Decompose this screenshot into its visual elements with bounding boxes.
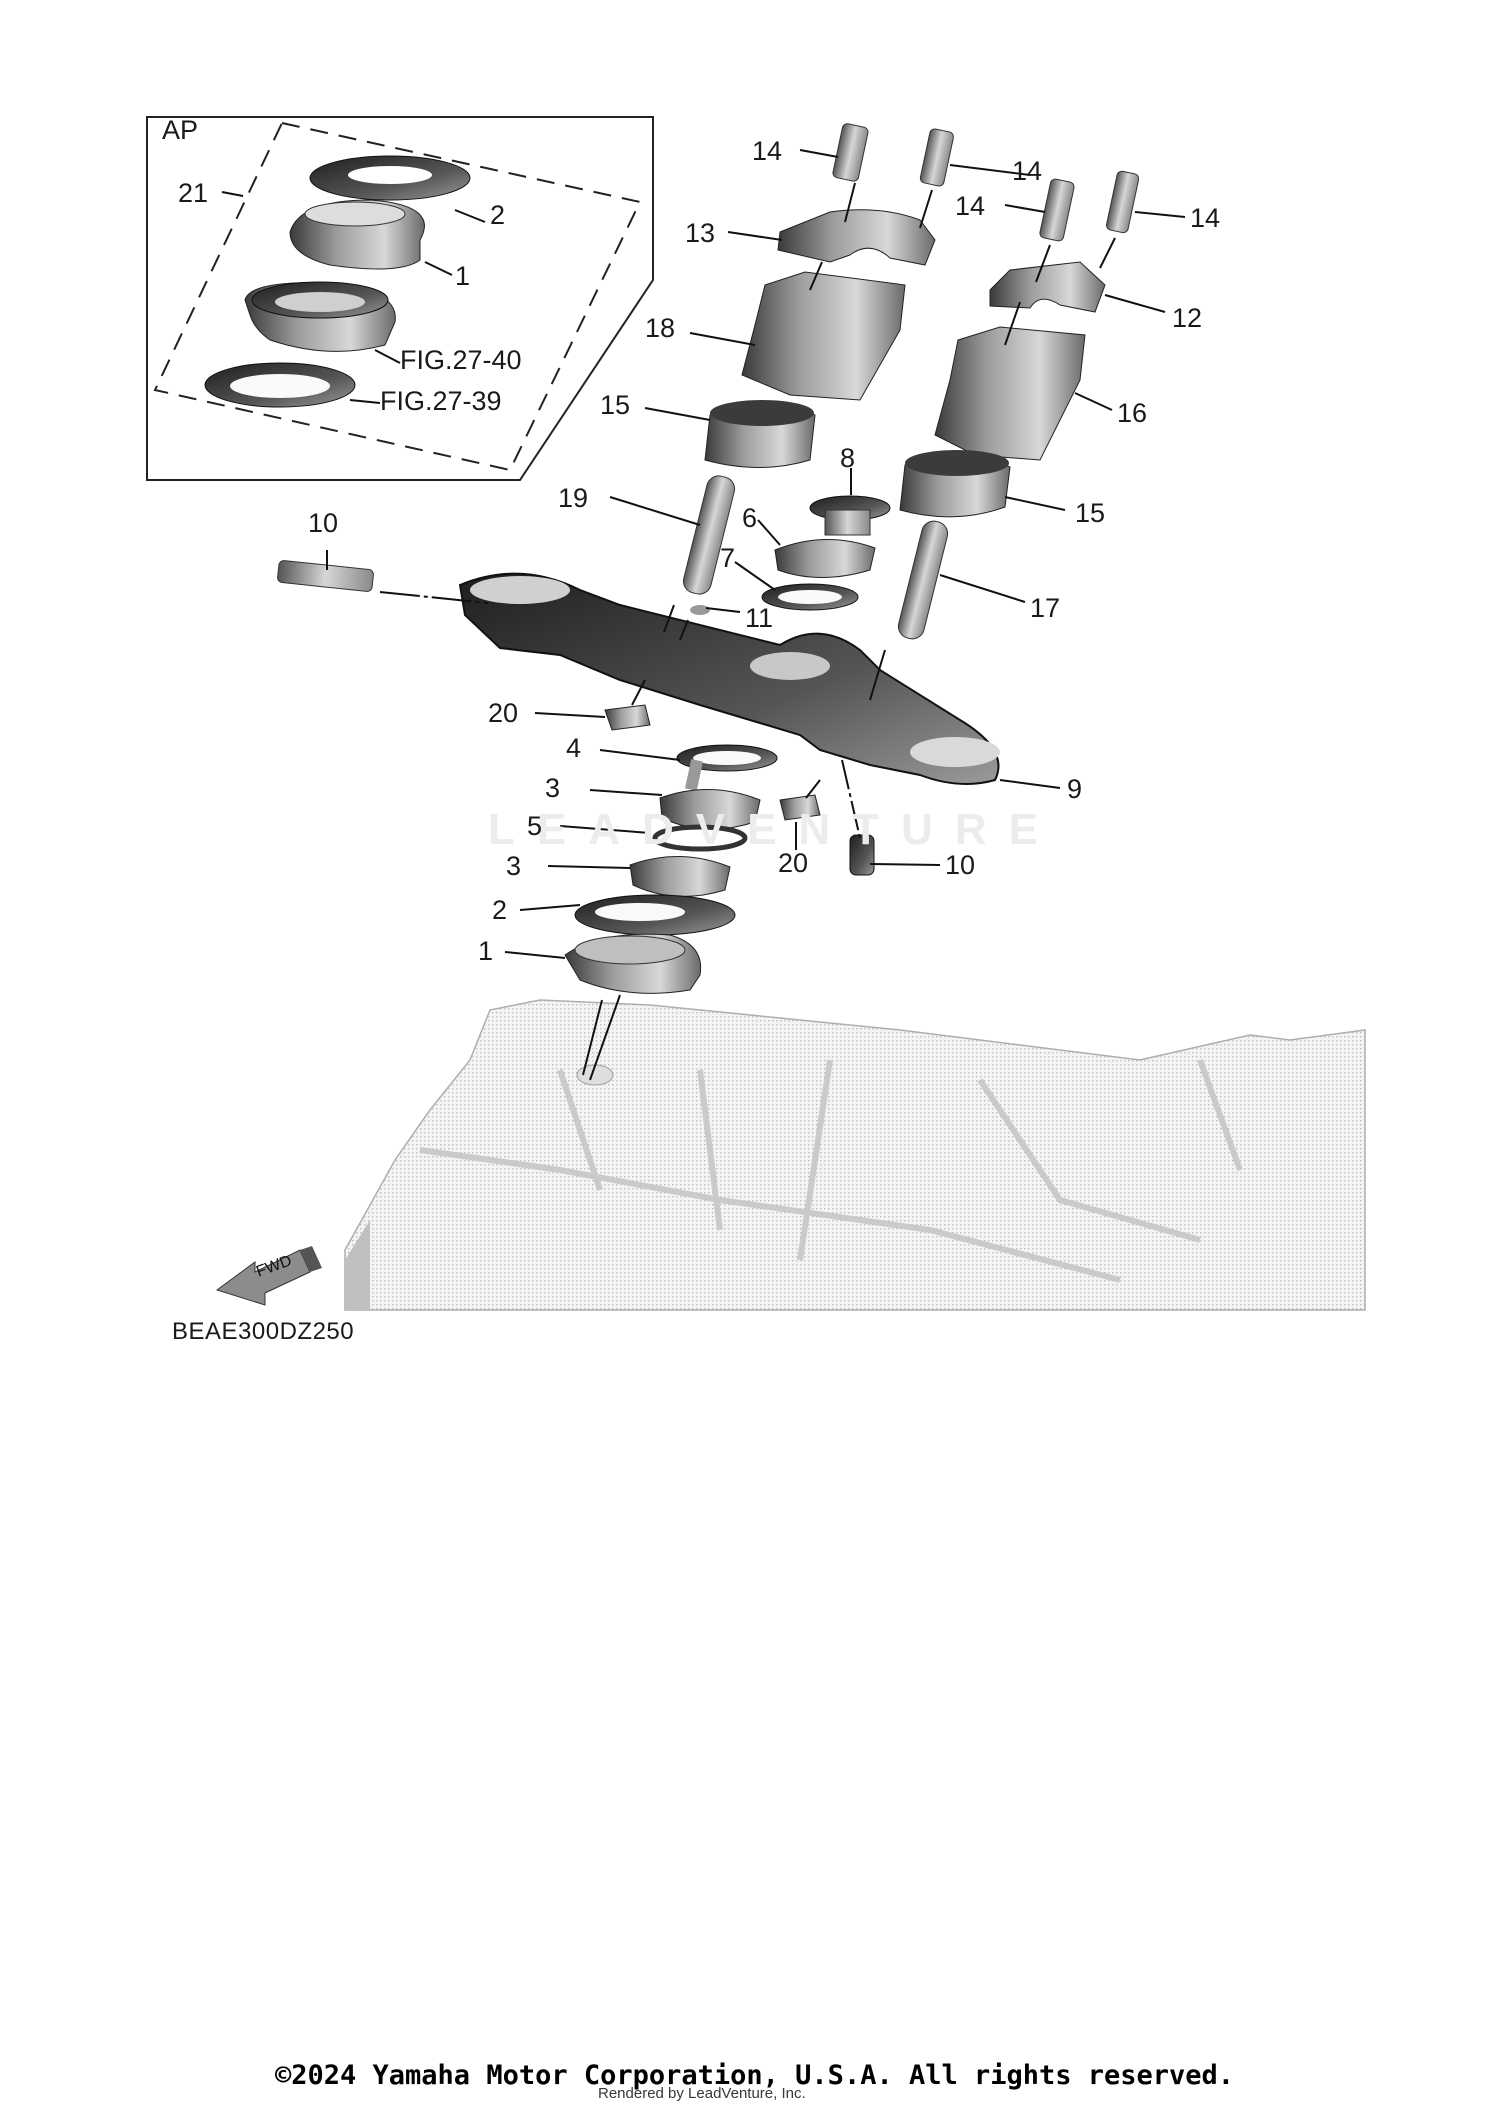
callout-20[interactable]: 20 bbox=[778, 848, 809, 878]
callout-6[interactable]: 6 bbox=[742, 503, 758, 533]
upper-clamp-13 bbox=[777, 209, 936, 266]
handlebar-holder-18 bbox=[741, 271, 906, 401]
collar-20-left bbox=[604, 704, 651, 731]
copyright-notice: ©2024 Yamaha Motor Corporation, U.S.A. A… bbox=[275, 2060, 1235, 2091]
pinch-bolt-10-lower bbox=[849, 834, 875, 876]
callout-12[interactable]: 12 bbox=[1172, 303, 1203, 333]
callout-2[interactable]: 2 bbox=[492, 895, 508, 925]
rendered-by-notice: Rendered by LeadVenture, Inc. bbox=[598, 2085, 806, 2102]
upper-bracket-9 bbox=[458, 572, 1000, 785]
fwd-arrow-graphic bbox=[215, 1246, 322, 1306]
callout-17[interactable]: 17 bbox=[1030, 593, 1061, 623]
inset-callout-2[interactable]: 2 bbox=[490, 200, 506, 230]
pin-17 bbox=[897, 520, 949, 640]
callout-19[interactable]: 19 bbox=[558, 483, 589, 513]
callout-15[interactable]: 15 bbox=[600, 390, 631, 420]
upper-clamp-12 bbox=[989, 261, 1106, 313]
callout-5[interactable]: 5 bbox=[527, 811, 543, 841]
diagram-id: BEAE300DZ250 bbox=[172, 1318, 355, 1345]
collar-20-right bbox=[779, 794, 821, 821]
callout-10[interactable]: 10 bbox=[308, 508, 339, 538]
callout-14[interactable]: 14 bbox=[1190, 203, 1221, 233]
frame-headstock-ghost bbox=[344, 999, 1366, 1311]
callout-20[interactable]: 20 bbox=[488, 698, 519, 728]
callout-13[interactable]: 13 bbox=[685, 218, 716, 248]
callout-18[interactable]: 18 bbox=[645, 313, 676, 343]
callout-14[interactable]: 14 bbox=[752, 136, 783, 166]
fig-ref-27-39[interactable]: FIG.27-39 bbox=[380, 386, 502, 416]
ap-inset-frame bbox=[146, 116, 654, 481]
ap-inset-label: AP bbox=[162, 115, 199, 145]
handlebar-holder-16 bbox=[934, 326, 1086, 461]
callout-10[interactable]: 10 bbox=[945, 850, 976, 880]
callout-8[interactable]: 8 bbox=[840, 443, 856, 473]
pinch-bolt-10-left bbox=[277, 560, 374, 592]
callout-7[interactable]: 7 bbox=[720, 543, 736, 573]
callout-9[interactable]: 9 bbox=[1067, 774, 1083, 804]
callout-4[interactable]: 4 bbox=[566, 733, 582, 763]
callout-16[interactable]: 16 bbox=[1117, 398, 1148, 428]
callout-3[interactable]: 3 bbox=[506, 851, 522, 881]
fig-ref-27-40[interactable]: FIG.27-40 bbox=[400, 345, 522, 375]
inset-callout-1[interactable]: 1 bbox=[455, 261, 471, 291]
callout-15[interactable]: 15 bbox=[1075, 498, 1106, 528]
watermark: LEADVENTURE bbox=[488, 805, 1061, 854]
callout-1[interactable]: 1 bbox=[478, 936, 494, 966]
callout-14[interactable]: 14 bbox=[955, 191, 986, 221]
callout-14[interactable]: 14 bbox=[1012, 156, 1043, 186]
pin-19 bbox=[682, 475, 736, 595]
handlebar-bolts bbox=[832, 123, 1140, 242]
callout-11[interactable]: 11 bbox=[745, 603, 774, 633]
callout-21[interactable]: 21 bbox=[178, 178, 209, 208]
callout-3[interactable]: 3 bbox=[545, 773, 561, 803]
